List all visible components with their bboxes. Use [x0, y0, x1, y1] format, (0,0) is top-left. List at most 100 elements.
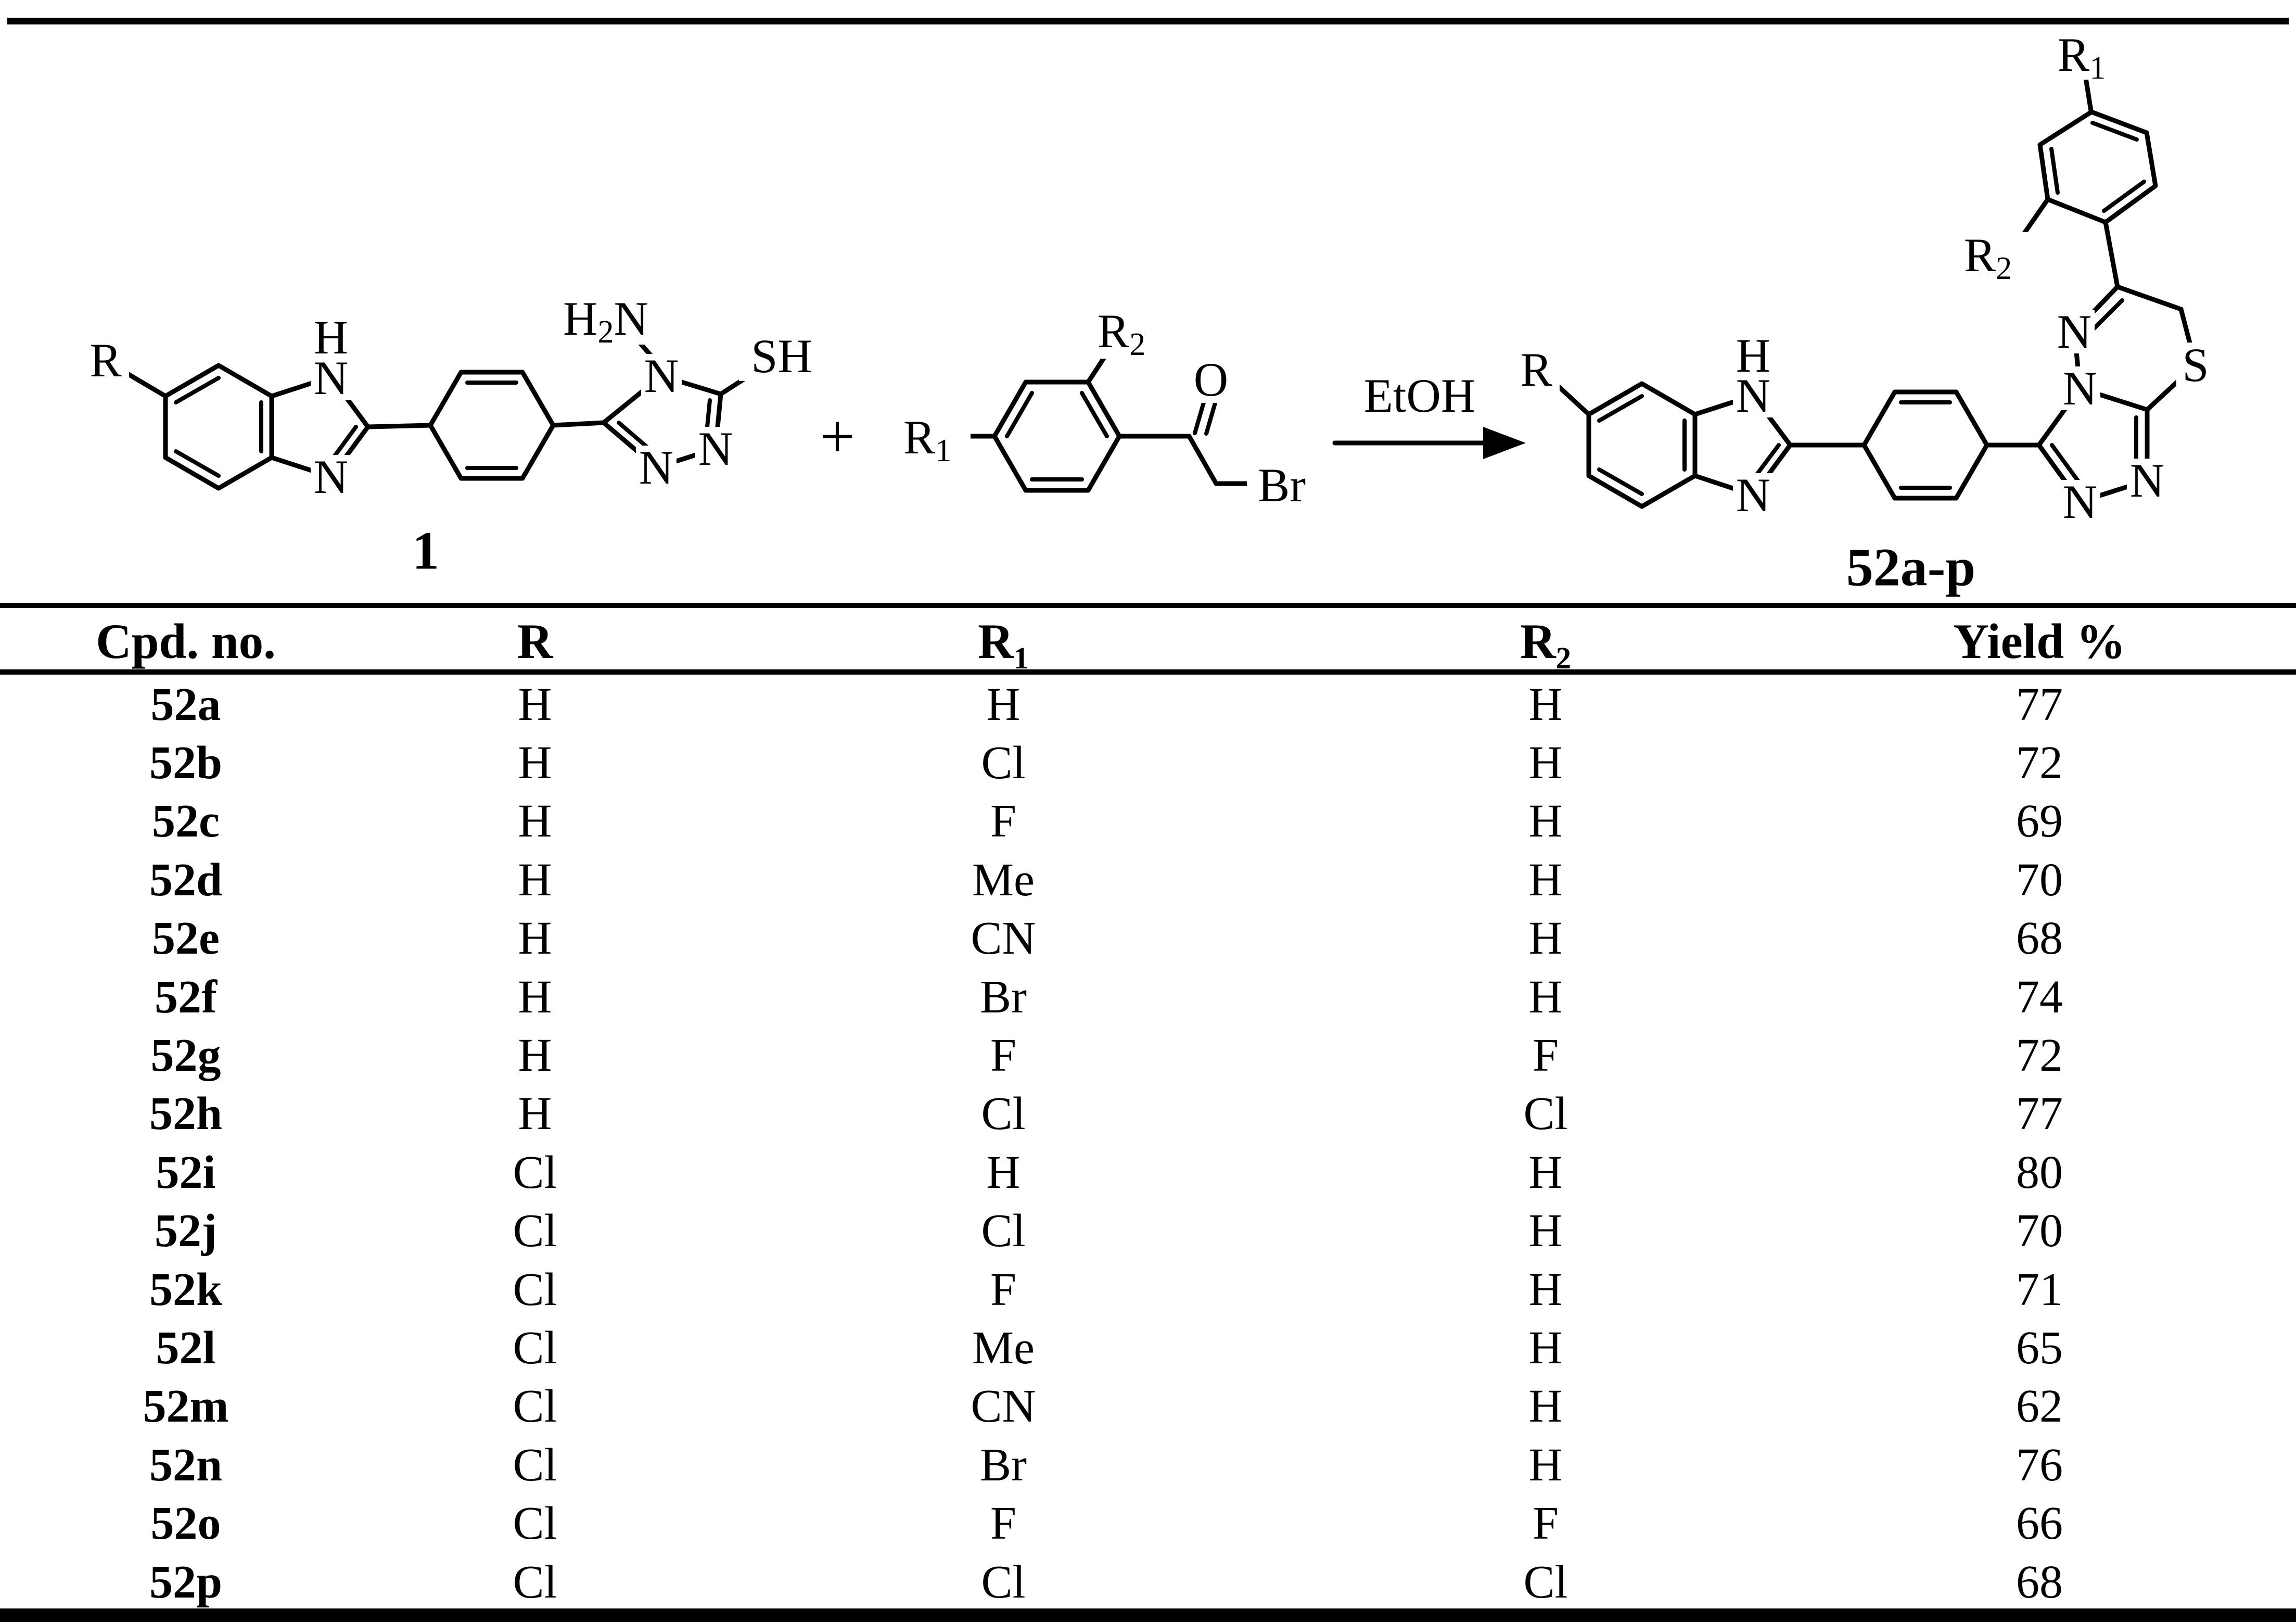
reactant2-bonds: [966, 352, 1251, 493]
cell-r: H: [518, 795, 552, 847]
cell-yield: 68: [2016, 1556, 2063, 1608]
reactant1-label-masks: [82, 297, 825, 499]
cell-r: Cl: [513, 1380, 557, 1433]
r2-substituent-label: R2: [1098, 305, 1145, 362]
cell-r1: Me: [972, 1322, 1035, 1374]
triazole-n4-label: N: [644, 349, 679, 402]
cell-r1: Br: [980, 1439, 1027, 1491]
product-r-group-label: R: [1520, 343, 1552, 396]
product-nh-hydrogen-label: H: [1736, 329, 1770, 382]
cell-cpd: 52l: [156, 1322, 216, 1374]
cell-cpd: 52m: [143, 1380, 229, 1433]
sulfur-label: S: [2182, 338, 2209, 391]
column-header-cpd: Cpd. no.: [96, 614, 276, 669]
column-header-r1: R1: [977, 614, 1029, 675]
cell-r2: H: [1528, 1380, 1563, 1433]
product-structure: R H N N R1 R2 N N N N S 52a-p: [1513, 28, 2216, 598]
cell-cpd: 52i: [156, 1146, 216, 1198]
imidazole-n3-label: N: [314, 450, 348, 503]
cell-yield: 72: [2016, 1030, 2063, 1082]
amino-group-label: H2N: [563, 292, 648, 350]
cell-yield: 69: [2016, 795, 2063, 847]
cell-r: H: [518, 913, 552, 965]
product-imidazole-n1-label: N: [1736, 369, 1770, 422]
cell-r1: Cl: [981, 1205, 1026, 1257]
table-top-rule: [0, 603, 2296, 608]
cell-r: Cl: [513, 1146, 557, 1198]
cell-r: Cl: [513, 1322, 557, 1374]
oxygen-label: O: [1194, 353, 1228, 406]
cell-r: Cl: [513, 1263, 557, 1315]
cell-cpd: 52k: [149, 1263, 223, 1315]
cell-r: H: [518, 1030, 552, 1082]
cell-cpd: 52c: [152, 795, 220, 847]
cell-r1: F: [990, 1498, 1017, 1550]
cell-r: H: [518, 737, 552, 789]
triazole-n2-label: N: [639, 441, 673, 494]
cell-yield: 76: [2016, 1439, 2063, 1491]
cell-r1: F: [990, 1030, 1017, 1082]
cell-cpd: 52o: [150, 1498, 221, 1550]
product-bonds: [1553, 75, 2198, 509]
cell-r2: H: [1528, 1322, 1563, 1374]
cell-r2: H: [1528, 1263, 1563, 1315]
plus-sign: +: [820, 402, 855, 471]
table-bottom-rule: [0, 1608, 2296, 1622]
product-r1-substituent-label: R1: [2058, 28, 2106, 86]
nh-hydrogen-label: H: [314, 311, 348, 364]
bromine-label: Br: [1258, 459, 1306, 512]
product-triazole-n1-label: N: [2130, 454, 2164, 507]
column-header-r2: R2: [1520, 614, 1572, 675]
cell-yield: 77: [2016, 678, 2063, 730]
cell-r2: F: [1532, 1030, 1559, 1082]
cell-cpd: 52a: [150, 678, 221, 730]
product-label-masks: [1513, 30, 2216, 524]
cell-r2: H: [1528, 678, 1563, 730]
bridgehead-n4-label: N: [2063, 362, 2097, 415]
cell-yield: 77: [2016, 1088, 2063, 1140]
cell-yield: 66: [2016, 1498, 2063, 1550]
cell-r: Cl: [513, 1498, 557, 1550]
cell-r: Cl: [513, 1439, 557, 1491]
product-triazole-n2-label: N: [2063, 475, 2097, 528]
cell-cpd: 52d: [149, 854, 223, 906]
cell-r2: H: [1528, 737, 1563, 789]
cell-cpd: 52e: [152, 913, 220, 965]
cell-r1: Cl: [981, 1088, 1026, 1140]
product-imidazole-n3-label: N: [1736, 468, 1770, 522]
cell-r: Cl: [513, 1205, 557, 1257]
reaction-arrow: EtOH: [1332, 369, 1526, 459]
cell-r2: H: [1528, 854, 1563, 906]
reactant2-structure: R1 R2 O Br: [885, 305, 1322, 512]
cell-r1: H: [986, 678, 1021, 730]
triazole-n1-label: N: [698, 422, 733, 475]
cell-r: Cl: [513, 1556, 557, 1608]
r1-substituent-label: R1: [903, 411, 951, 468]
cell-r2: H: [1528, 913, 1563, 965]
column-header-r: R: [517, 614, 553, 669]
cell-r1: Br: [980, 971, 1027, 1023]
cell-r: H: [518, 854, 552, 906]
thiol-group-label: SH: [751, 330, 812, 383]
cell-r2: H: [1528, 971, 1563, 1023]
cell-yield: 68: [2016, 913, 2063, 965]
cell-yield: 80: [2016, 1146, 2063, 1198]
reactant2-label-masks: [885, 309, 1322, 509]
cell-r1: F: [990, 795, 1017, 847]
cell-yield: 70: [2016, 1205, 2063, 1257]
cell-yield: 62: [2016, 1380, 2063, 1433]
